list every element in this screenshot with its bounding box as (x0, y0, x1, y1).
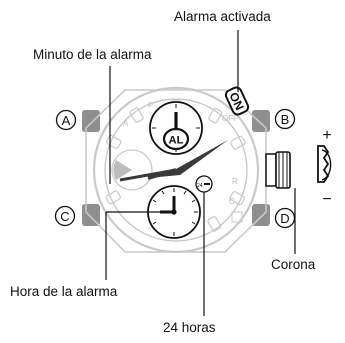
callout-crown: Corona (271, 257, 316, 272)
bezel-letter-a: A (123, 119, 129, 128)
al-label: AL (169, 135, 184, 147)
hour-markers (105, 99, 246, 232)
crown-minus-sign: − (322, 191, 331, 208)
button-b-label: B (281, 112, 290, 127)
on-label: ON (226, 90, 246, 112)
dial-small-box (231, 211, 243, 223)
callout-alarm-hour: Hora de la alarma (10, 284, 118, 299)
main-hand-tail (147, 168, 177, 180)
crown-rotation-arrow (321, 149, 332, 181)
day-subdial (111, 149, 153, 191)
alarm-subdial-pivot (171, 209, 177, 215)
callout-leader-lines (105, 30, 296, 316)
button-c-label: C (60, 209, 69, 224)
bezel-letter-c: C (229, 197, 235, 206)
crown-base (265, 153, 277, 187)
button-c-circle (54, 205, 76, 227)
button-letter-circles (54, 108, 296, 229)
crown-grip (278, 152, 288, 188)
bezel-inner (104, 98, 248, 242)
day-subdial-pointer (113, 160, 132, 180)
bezel-outer (92, 86, 260, 254)
crown-rotation-icon (317, 145, 330, 183)
button-a-label: A (62, 113, 71, 128)
on-indicator: ON (224, 86, 250, 116)
button-a-pusher (82, 110, 100, 132)
al-indicator-badge (162, 127, 190, 151)
crown-plus-sign: + (322, 127, 331, 144)
button-b-pusher (252, 110, 270, 132)
button-b-circle (274, 108, 296, 130)
callout-alarm-minute: Minuto de la alarma (33, 47, 152, 62)
bezel-letter-r: R (232, 177, 238, 186)
twenty-four-hour-mark: 24 (197, 183, 203, 189)
button-a-circle (55, 109, 77, 131)
button-d-label: D (280, 211, 289, 226)
bezel-letter-p: P (148, 101, 153, 110)
bezel-off-label: OFF (222, 114, 238, 123)
callout-alarm-on: Alarma activada (174, 9, 271, 24)
callout-24-hours: 24 horas (163, 320, 216, 335)
